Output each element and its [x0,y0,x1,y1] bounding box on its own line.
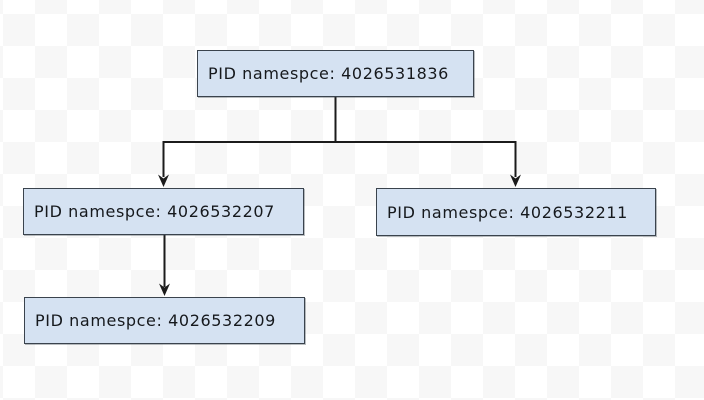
arrowhead-to-left-child [158,174,169,187]
node-label: PID namespce: 4026532211 [387,202,628,222]
node-label: PID namespce: 4026532209 [35,311,276,330]
node-label: PID namespce: 4026531836 [208,64,449,83]
node-pid-namespace-grandchild: PID namespce: 4026532209 [24,297,305,344]
node-pid-namespace-child-left: PID namespce: 4026532207 [23,188,304,235]
edge-branch-bar [162,141,517,177]
node-pid-namespace-child-right: PID namespce: 4026532211 [376,188,656,236]
node-pid-namespace-root: PID namespce: 4026531836 [197,50,474,97]
node-label: PID namespce: 4026532207 [34,202,275,221]
arrowhead-to-right-child [510,174,521,187]
arrowhead-to-grandchild [159,283,170,296]
